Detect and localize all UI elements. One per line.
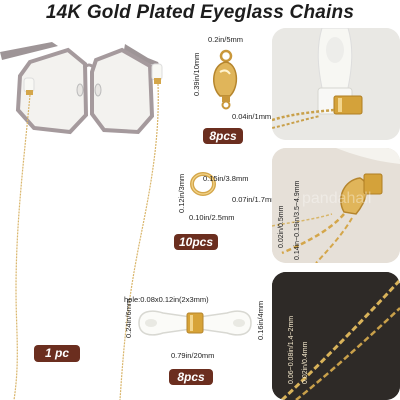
loop-width-label: 0.79in/20mm	[171, 351, 215, 360]
clasp-neck	[222, 96, 230, 102]
jump-ring-quantity-badge: 10pcs	[174, 234, 218, 250]
silicone-loop-right	[151, 63, 163, 81]
lobster-clasp-illustration	[213, 49, 238, 110]
temple-arm-left	[0, 42, 58, 60]
silicone-loop-left	[23, 77, 35, 93]
clasp-quantity-badge: 8pcs	[203, 128, 243, 144]
photo-silicone-loop-closeup	[272, 28, 400, 140]
photo1-chain-2	[272, 115, 321, 129]
clasp-end-ring	[221, 100, 231, 110]
chain-quantity-badge: 1 pc	[34, 345, 80, 362]
loop-end-height-label: 0.16in/4mm	[256, 300, 265, 340]
jump-ring-outer-label: 0.15in/3.8mm	[203, 174, 249, 183]
clasp-body	[213, 61, 238, 97]
jump-ring-illustration	[190, 172, 216, 196]
photo2-bg	[272, 148, 400, 263]
temple-arm-right	[124, 44, 160, 66]
bridge	[82, 63, 96, 70]
photo2-crimp	[363, 173, 383, 195]
loop-left-hole	[145, 319, 157, 327]
jump-ring-height-label: 0.12in/3mm	[177, 173, 186, 213]
clasp-ring	[219, 49, 233, 63]
jump-ring-highlight	[191, 173, 215, 195]
watermark: pandahall	[302, 190, 372, 207]
photo-chain-closeup: 0.06~0.08in/1.4~2mm 0.02in/0.4mm	[272, 272, 400, 400]
photo2-chain-2	[315, 217, 353, 263]
photo2-loop-edge	[336, 148, 400, 164]
photo1-loop-hole	[326, 37, 344, 63]
lens-right	[90, 47, 155, 135]
photo2-chain-3	[272, 213, 333, 227]
chain2-link-label: 0.14in~0.19in/3.5~4.9mm	[294, 180, 301, 260]
loop-height-label: 0.24in/6mm	[124, 298, 133, 338]
chain3-link-label: 0.06~0.08in/1.4~2mm	[288, 315, 295, 384]
loop-crimp-tube	[186, 312, 204, 334]
jump-ring-thickness-label: 0.07in/1.7mm	[232, 195, 278, 204]
nose-pad-left	[76, 83, 84, 97]
crimp-left	[26, 90, 33, 95]
photo3-chain	[280, 278, 400, 400]
photo1-chain	[272, 108, 335, 122]
jump-ring-inner-label: 0.10in/2.5mm	[189, 213, 235, 222]
photo2-chain	[281, 213, 345, 255]
chain3-thickness-label: 0.02in/0.4mm	[302, 341, 309, 384]
photo-clasp-chain-closeup: 0.02in/0.5mm 0.14in~0.19in/3.5~4.9mm pan…	[272, 148, 400, 263]
silicone-loop-illustration	[138, 310, 252, 336]
chain2-thickness-label: 0.02in/0.5mm	[278, 205, 285, 248]
photo1-crimp-highlight	[338, 98, 342, 112]
nose-pad-right	[94, 83, 102, 97]
clasp-thickness-label: 0.04in/1mm	[232, 112, 272, 121]
clasp-width-label: 0.2in/5mm	[208, 35, 244, 44]
clasp-highlight	[219, 69, 231, 75]
photo-clasp-chain-art	[272, 148, 400, 263]
photo-chain-art	[272, 272, 400, 400]
product-title: 14K Gold Plated Eyeglass Chains	[45, 2, 355, 23]
photo3-chain-2	[295, 307, 400, 400]
chain-right	[119, 83, 159, 400]
clasp-height-label: 0.39in/10mm	[192, 52, 201, 96]
loop-hole-label: hole:0.08x0.12in(2x3mm)	[124, 295, 209, 304]
loop-quantity-badge: 8pcs	[169, 369, 213, 385]
lens-left	[15, 47, 89, 135]
eyeglasses-with-chain-illustration	[0, 42, 163, 400]
loop-right-hole	[233, 319, 245, 327]
chain-left	[13, 94, 31, 400]
photo-silicone-loop-art	[272, 28, 400, 140]
loop-crimp-highlight	[190, 315, 193, 331]
crimp-right	[154, 78, 161, 84]
photo3-bg	[272, 272, 400, 400]
